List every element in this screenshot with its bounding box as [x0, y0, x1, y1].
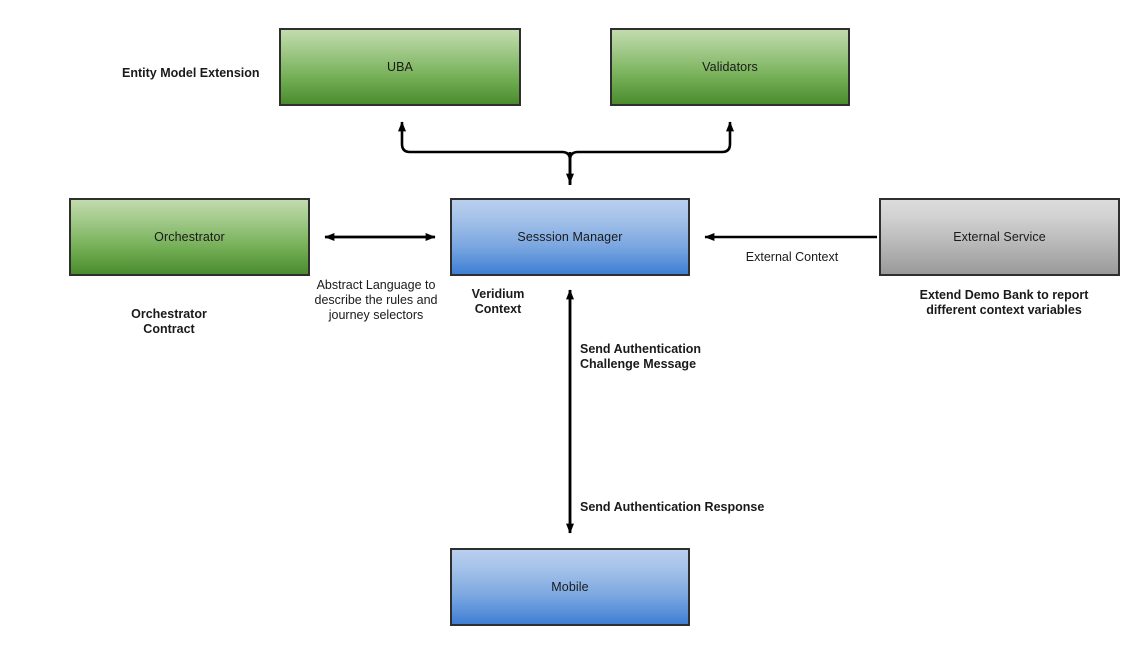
node-session-manager-label: Sesssion Manager [517, 230, 623, 244]
annotation-orchestrator-contract: Orchestrator Contract [131, 307, 207, 336]
node-external-service[interactable]: External Service [879, 198, 1120, 276]
node-uba-label: UBA [386, 60, 413, 74]
annotation-send-auth-response: Send Authentication Response [580, 500, 765, 514]
annotation-send-auth-challenge: Send Authentication Challenge Message [580, 342, 702, 371]
node-validators[interactable]: Validators [610, 28, 850, 106]
node-orchestrator[interactable]: Orchestrator [69, 198, 310, 276]
annotation-extend-demo-bank: Extend Demo Bank to report different con… [919, 288, 1089, 317]
annotation-entity-model-extension: Entity Model Extension [122, 66, 260, 80]
node-session-manager[interactable]: Sesssion Manager [450, 198, 690, 276]
edge-fork-to-uba-validators [398, 121, 734, 185]
node-orchestrator-label: Orchestrator [154, 230, 225, 244]
node-mobile[interactable]: Mobile [450, 548, 690, 626]
annotation-abstract-language: Abstract Language to describe the rules … [314, 278, 438, 322]
annotation-external-context: External Context [745, 250, 839, 264]
node-mobile-label: Mobile [551, 580, 589, 594]
node-external-service-label: External Service [953, 230, 1046, 244]
node-validators-label: Validators [702, 60, 758, 74]
node-uba[interactable]: UBA [279, 28, 521, 106]
annotation-veridium-context: Veridium Context [471, 287, 525, 316]
